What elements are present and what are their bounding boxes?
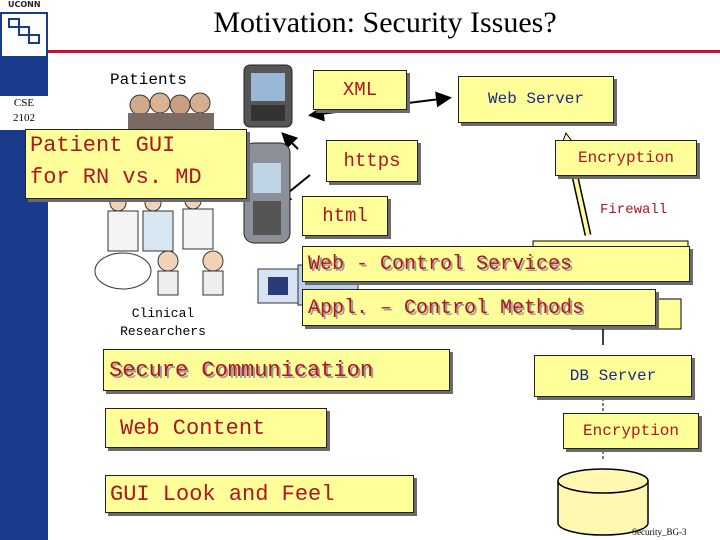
course-line-1: CSE <box>13 97 35 109</box>
patient-gui-line-2: for RN vs. MD <box>30 165 202 190</box>
web-content-box: Web Content <box>105 408 327 448</box>
slide-footer: Security_BG-3 <box>632 527 687 537</box>
clinicians-icon <box>107 192 214 252</box>
researchers-icon <box>94 250 224 296</box>
device-arrow <box>281 132 299 150</box>
crest-logo <box>2 14 46 56</box>
web-control-services-box: Web - Control Services <box>302 246 690 282</box>
logo-text: UCONN <box>8 0 41 9</box>
appl-control-methods-box: Appl. – Control Methods <box>302 289 656 326</box>
db-server-box: DB Server <box>534 355 692 397</box>
gui-look-feel-box: GUI Look and Feel <box>105 475 414 513</box>
secure-communication-box: Secure Communication <box>103 349 450 391</box>
page-title: Motivation: Security Issues? <box>213 6 557 39</box>
xml-box: XML <box>313 70 407 110</box>
course-label: CSE 2102 <box>0 96 48 130</box>
patient-gui-line-1: Patient GUI <box>30 133 176 158</box>
web-server-box: Web Server <box>458 76 614 123</box>
patients-crowd-icon <box>128 92 214 129</box>
https-box: https <box>326 140 418 182</box>
firewall-label: Firewall <box>600 202 668 218</box>
title-divider <box>48 50 720 53</box>
patient-gui-box: Patient GUI for RN vs. MD <box>25 129 247 199</box>
clinical-researchers-label: Clinical Researchers <box>108 305 218 341</box>
blackberry-device-icon <box>243 64 293 128</box>
clinical-label-line-1: Clinical <box>131 306 195 321</box>
patients-label: Patients <box>110 71 187 89</box>
clinical-label-line-2: Researchers <box>120 324 206 339</box>
encryption-top-box: Encryption <box>555 140 697 176</box>
database-icon <box>557 468 649 536</box>
html-box: html <box>302 196 388 236</box>
sidebar-strip <box>0 0 48 540</box>
logo-strip <box>0 0 48 12</box>
course-line-2: 2102 <box>13 112 35 124</box>
phone-device-icon <box>243 142 291 244</box>
encryption-bottom-box: Encryption <box>563 413 699 449</box>
